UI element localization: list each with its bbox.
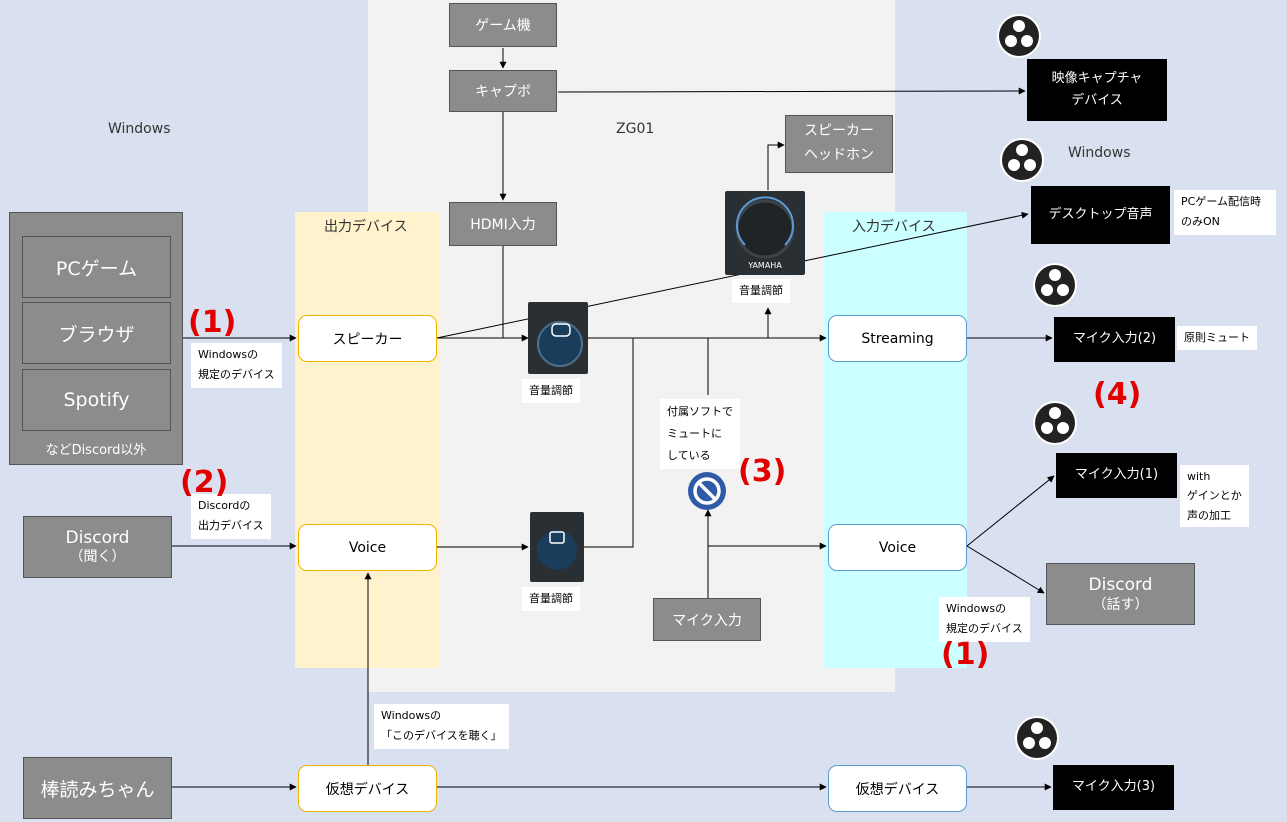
discord-talk-line2: （話す） <box>1092 596 1149 613</box>
windows-left-label: Windows <box>108 121 171 137</box>
mic-input-3-box: マイク入力(3) <box>1053 765 1174 810</box>
note-line: Discordの <box>198 499 251 512</box>
bouyomi-box: 棒読みちゃん <box>23 757 172 819</box>
marker-1-right: (1) <box>941 637 990 672</box>
mute-note-line1: 付属ソフトで <box>667 405 733 418</box>
note-line: のみON <box>1181 215 1220 229</box>
mute-principle-note: 原則ミュート <box>1177 326 1257 351</box>
obs-icon <box>1033 401 1077 445</box>
discord-talk-line1: Discord <box>1088 574 1153 595</box>
note-line: with <box>1187 470 1211 483</box>
input-devices-label: 入力デバイス <box>852 219 936 235</box>
input-devices-column <box>823 212 967 668</box>
voice-input-node: Voice <box>828 524 967 571</box>
zg01-label: ZG01 <box>616 121 655 137</box>
windows-default-device-note-2: Windowsの 規定のデバイス <box>939 597 1030 642</box>
spotify-box: Spotify <box>22 369 171 431</box>
note-line: 規定のデバイス <box>946 622 1023 636</box>
windows-default-device-note: Windowsの 規定のデバイス <box>191 343 282 388</box>
pc-game-box: PCゲーム <box>22 236 171 298</box>
desktop-audio-box: デスクトップ音声 <box>1031 186 1170 244</box>
speaker-output-node: スピーカー <box>298 315 437 362</box>
marker-4: (4) <box>1093 377 1142 412</box>
headphone-line: ヘッドホン <box>804 147 874 163</box>
mic-input-1-box: マイク入力(1) <box>1056 453 1177 498</box>
obs-icon <box>1000 138 1044 182</box>
note-line: PCゲーム配信時 <box>1181 195 1261 208</box>
video-capture-line1: 映像キャプチャ <box>1051 70 1143 86</box>
mic-input-box: マイク入力 <box>653 598 761 641</box>
discord-output-device-note: Discordの 出力デバイス <box>191 494 271 539</box>
virtual-output-node: 仮想デバイス <box>298 765 437 812</box>
streaming-input-node: Streaming <box>828 315 967 362</box>
discord-talk-box: Discord （話す） <box>1046 563 1195 625</box>
note-line: Windowsの <box>198 348 259 361</box>
brand-logo: YAMAHA <box>748 261 782 270</box>
mic-input-2-box: マイク入力(2) <box>1054 317 1175 362</box>
marker-2: (2) <box>180 465 229 500</box>
output-devices-column <box>295 212 439 668</box>
speaker-line: スピーカー <box>804 123 874 140</box>
note-line: Windowsの <box>381 709 442 722</box>
desktop-audio-note: PCゲーム配信時 のみON <box>1174 190 1276 235</box>
listen-to-device-note: Windowsの 「このデバイスを聴く」 <box>374 704 509 749</box>
browser-box: ブラウザ <box>22 302 171 364</box>
obs-icon <box>1015 716 1059 760</box>
windows-right-label: Windows <box>1068 145 1131 161</box>
volume-label-master: 音量調節 <box>732 279 790 304</box>
mute-note-line2: ミュートに <box>667 427 722 440</box>
mute-software-note: 付属ソフトで ミュートに している <box>660 399 740 469</box>
capture-board-box: キャプボ <box>449 70 557 112</box>
hdmi-input-box: HDMI入力 <box>449 202 557 246</box>
voice-volume-knob <box>530 512 584 582</box>
with-gain-note: with ゲインとか 声の加工 <box>1180 465 1249 527</box>
mute-note-line3: している <box>667 449 711 462</box>
volume-label-game: 音量調節 <box>522 379 580 404</box>
voice-output-node: Voice <box>298 524 437 571</box>
volume-label-voice: 音量調節 <box>522 587 580 612</box>
note-line: 「このデバイスを聴く」 <box>381 729 502 743</box>
pc-sources-group: PCゲーム ブラウザ Spotify などDiscord以外 <box>9 212 183 465</box>
obs-icon <box>997 14 1041 58</box>
marker-1-left: (1) <box>188 305 237 340</box>
discord-listen-line1: Discord <box>65 527 130 548</box>
mute-prohibited-icon <box>686 470 728 512</box>
note-line: 出力デバイス <box>198 519 264 533</box>
game-volume-knob <box>528 302 588 374</box>
video-capture-line2: デバイス <box>1071 93 1123 108</box>
discord-listen-line2: （聞く） <box>69 548 126 565</box>
note-line: ゲインとか <box>1187 489 1242 503</box>
note-line: Windowsの <box>946 602 1007 615</box>
speaker-headphone-box: スピーカー ヘッドホン <box>785 115 893 173</box>
other-apps-caption: などDiscord以外 <box>45 443 147 458</box>
obs-icon <box>1033 263 1077 307</box>
video-capture-device-box: 映像キャプチャ デバイス <box>1027 59 1167 121</box>
note-line: 規定のデバイス <box>198 368 275 382</box>
output-devices-label: 出力デバイス <box>324 219 408 235</box>
discord-listen-box: Discord （聞く） <box>23 516 172 578</box>
game-console-box: ゲーム機 <box>449 3 557 47</box>
master-volume-knob: YAMAHA <box>725 191 805 275</box>
marker-3: (3) <box>738 454 787 489</box>
note-line: 声の加工 <box>1187 508 1231 522</box>
virtual-input-node: 仮想デバイス <box>828 765 967 812</box>
